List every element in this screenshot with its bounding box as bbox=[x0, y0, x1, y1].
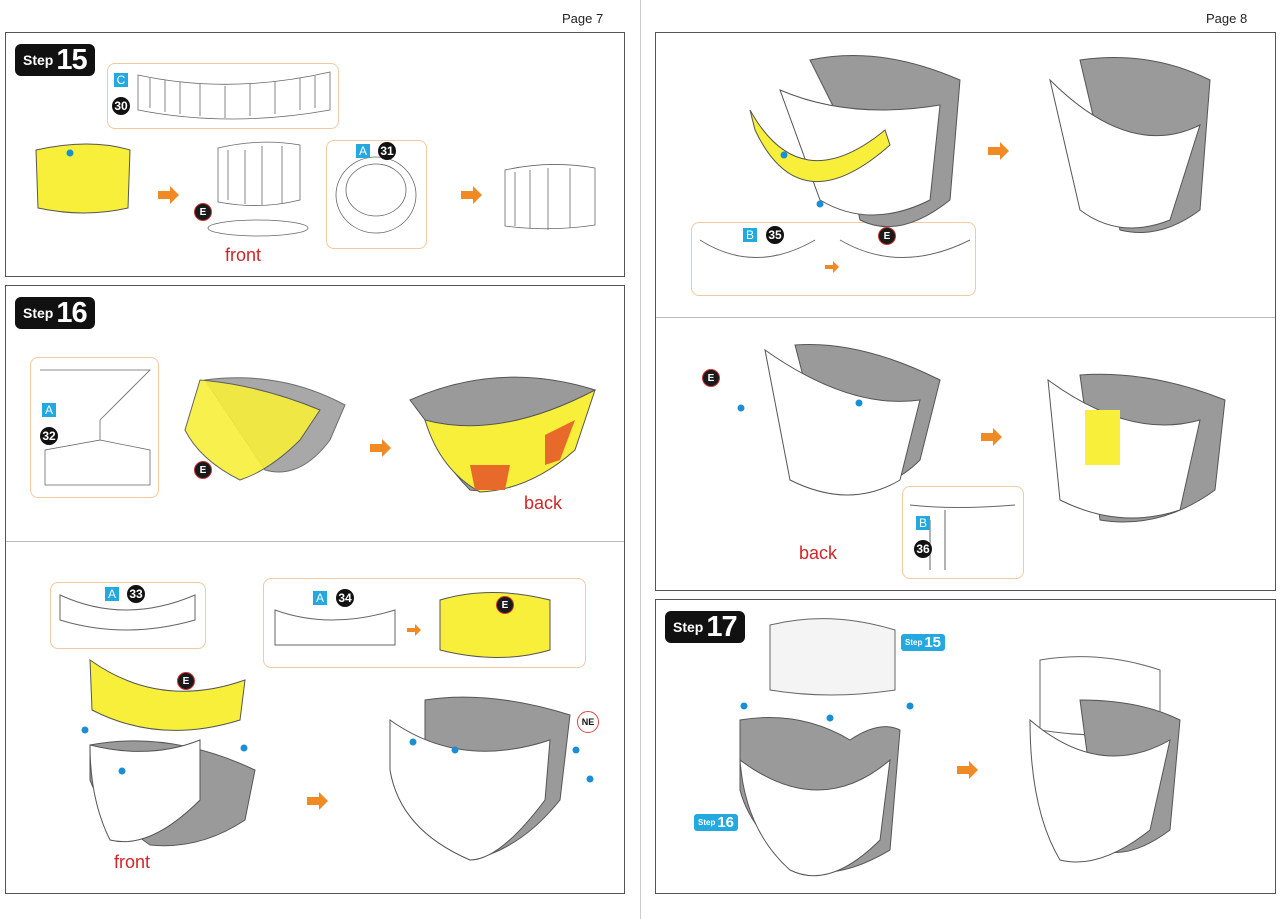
part-number: 36 bbox=[914, 540, 932, 558]
page8-parts bbox=[699, 55, 1226, 570]
step-number: 16 bbox=[56, 296, 87, 329]
e-badge: E bbox=[496, 596, 514, 614]
sheet-tag: B bbox=[743, 228, 757, 242]
part-number: 30 bbox=[112, 97, 130, 115]
step-word: Step bbox=[673, 619, 704, 635]
step-number: 15 bbox=[56, 43, 87, 76]
step-number: 15 bbox=[924, 634, 942, 651]
sheet-tag: A bbox=[356, 144, 370, 158]
sheet-tag: B bbox=[916, 516, 930, 530]
glue-dots bbox=[66, 149, 914, 783]
part-number: 32 bbox=[40, 427, 58, 445]
e-badge: E bbox=[194, 461, 212, 479]
step15-yellow-band bbox=[35, 143, 131, 214]
step16-lower bbox=[59, 592, 571, 861]
step-number: 17 bbox=[706, 610, 737, 643]
part-35-callout bbox=[691, 222, 976, 296]
step-number: 16 bbox=[717, 814, 735, 831]
e-badge: E bbox=[702, 369, 720, 387]
divider bbox=[6, 541, 624, 542]
e-badge: E bbox=[194, 203, 212, 221]
step-word: Step bbox=[905, 638, 923, 647]
part-number: 35 bbox=[766, 226, 784, 244]
part-number: 33 bbox=[127, 585, 145, 603]
sheet-tag: A bbox=[105, 587, 119, 601]
part-36-callout bbox=[902, 486, 1024, 579]
page-number-right: Page 8 bbox=[1206, 11, 1248, 26]
back-label: back bbox=[799, 543, 838, 563]
back-label: back bbox=[524, 493, 563, 513]
part-number: 34 bbox=[336, 589, 354, 607]
page-number-left: Page 7 bbox=[562, 11, 604, 26]
step17-parts bbox=[739, 618, 1181, 877]
sheet-tag: A bbox=[313, 591, 327, 605]
step16-parts bbox=[184, 376, 596, 493]
sheet-tag: C bbox=[114, 73, 128, 87]
ne-badge: NE bbox=[577, 711, 599, 733]
step-word: Step bbox=[23, 52, 54, 68]
step-word: Step bbox=[23, 305, 54, 321]
part-number: 31 bbox=[378, 142, 396, 160]
e-badge: E bbox=[878, 227, 896, 245]
step-word: Step bbox=[698, 818, 716, 827]
sheet-tag: A bbox=[42, 403, 56, 417]
page-gutter bbox=[640, 0, 641, 919]
strip-lines bbox=[40, 71, 596, 486]
front-label: front bbox=[114, 852, 151, 872]
divider bbox=[656, 317, 1275, 318]
arrow-icons bbox=[158, 142, 1009, 810]
e-badge: E bbox=[177, 672, 195, 690]
front-label: front bbox=[225, 245, 262, 265]
